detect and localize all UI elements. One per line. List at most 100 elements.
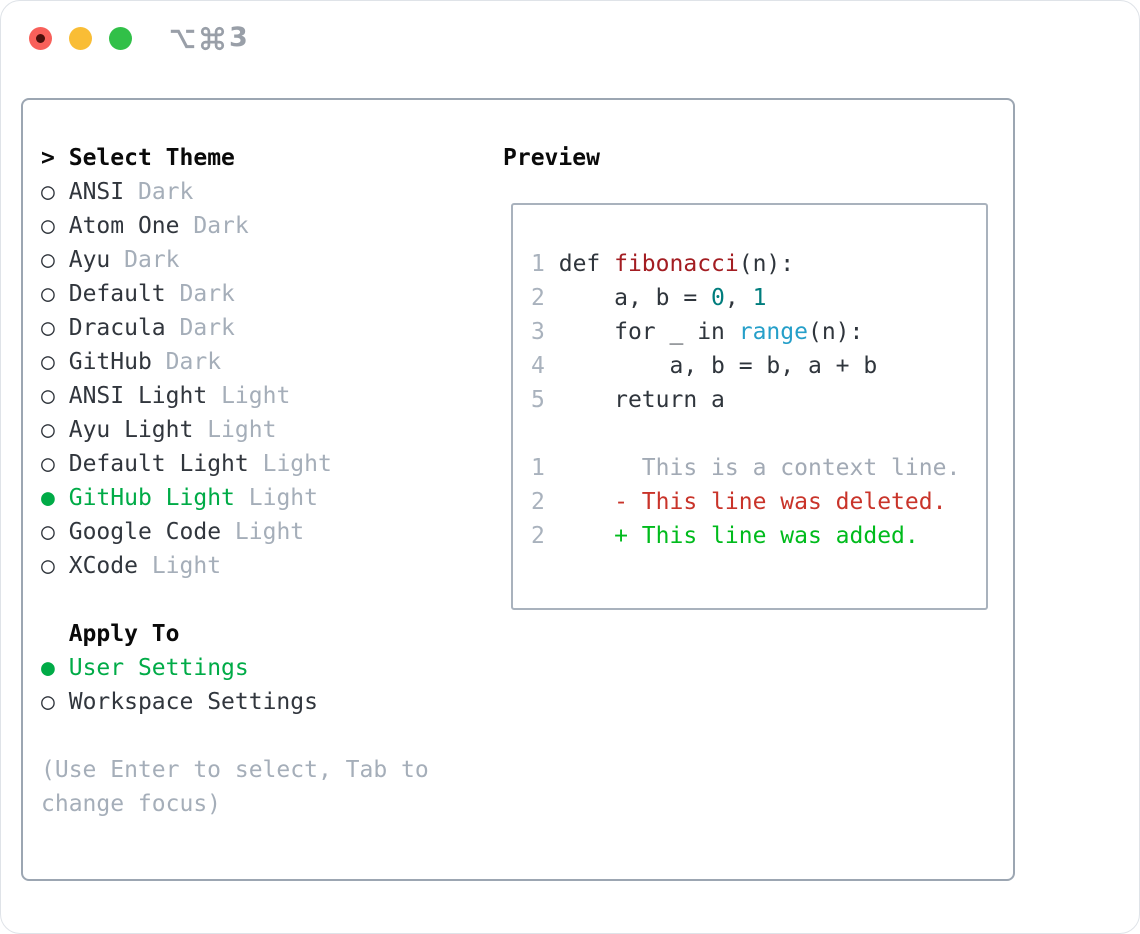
theme-picker-panel: > Select Theme ○ ANSI Dark○ Atom One Dar…	[41, 141, 481, 821]
theme-item[interactable]: ○ Ayu Light Light	[41, 413, 481, 447]
line-number: 2	[531, 489, 545, 515]
theme-name: GitHub Light	[68, 485, 235, 511]
radio-icon: ○	[41, 247, 55, 273]
theme-variant: Light	[262, 451, 332, 477]
minimize-button[interactable]	[69, 27, 92, 50]
radio-icon: ○	[41, 349, 55, 375]
theme-variant: Light	[221, 383, 291, 409]
preview-line	[531, 417, 986, 451]
code-token: (n):	[807, 319, 864, 345]
radio-icon: ○	[41, 519, 55, 545]
line-number: 1	[531, 455, 545, 481]
line-number: 5	[531, 387, 545, 413]
radio-icon: ○	[41, 451, 55, 477]
code-token: (n):	[738, 251, 795, 277]
code-token: - This line was deleted.	[558, 489, 947, 515]
select-theme-header: > Select Theme	[41, 145, 235, 171]
preview-line: 1 This is a context line.	[531, 451, 986, 485]
theme-item[interactable]: ○ GitHub Dark	[41, 345, 481, 379]
theme-variant: Dark	[193, 213, 249, 239]
app-panel: > Select Theme ○ ANSI Dark○ Atom One Dar…	[21, 98, 1015, 881]
theme-name: ANSI Light	[68, 383, 208, 409]
spacer	[41, 719, 481, 753]
preview-line: 2 - This line was deleted.	[531, 485, 986, 519]
preview-header: Preview	[503, 145, 600, 171]
option-key-icon	[169, 25, 196, 52]
code-token: def	[558, 251, 615, 277]
theme-variant: Dark	[179, 281, 235, 307]
option-label: User Settings	[68, 655, 249, 681]
keyboard-hint: (Use Enter to select, Tab to change focu…	[41, 757, 429, 817]
theme-variant: Light	[151, 553, 222, 579]
command-key-icon	[199, 25, 226, 52]
theme-item[interactable]: ○ ANSI Light Light	[41, 379, 481, 413]
theme-name: Ayu	[68, 247, 111, 273]
apply-to-option[interactable]: ○ Workspace Settings	[41, 685, 481, 719]
preview-line: 1 def fibonacci(n):	[531, 247, 986, 281]
zoom-button[interactable]	[109, 27, 132, 50]
code-token: ,	[724, 285, 753, 311]
apply-to-option[interactable]: ● User Settings	[41, 651, 481, 685]
apply-to-header: Apply To	[68, 621, 180, 647]
theme-variant: Dark	[179, 315, 235, 341]
theme-item[interactable]: ○ Dracula Dark	[41, 311, 481, 345]
radio-icon: ○	[41, 553, 55, 579]
theme-item[interactable]: ○ ANSI Dark	[41, 175, 481, 209]
theme-item[interactable]: ● GitHub Light Light	[41, 481, 481, 515]
theme-variant: Dark	[124, 247, 180, 273]
cursor-prompt: >	[41, 145, 55, 171]
apply-to-list: ● User Settings○ Workspace Settings	[41, 651, 481, 719]
code-token: a, b =	[558, 285, 712, 311]
theme-variant: Dark	[165, 349, 222, 375]
radio-icon: ○	[41, 281, 55, 307]
code-token: This is a context line.	[558, 455, 961, 481]
radio-icon: ●	[41, 655, 55, 681]
theme-item[interactable]: ○ Default Dark	[41, 277, 481, 311]
preview-line: 2 a, b = 0, 1	[531, 281, 986, 315]
theme-variant: Light	[234, 519, 305, 545]
theme-item[interactable]: ○ Google Code Light	[41, 515, 481, 549]
theme-variant: Light	[207, 417, 277, 443]
line-number: 2	[531, 523, 545, 549]
line-number: 4	[531, 353, 545, 379]
radio-icon: ○	[41, 689, 55, 715]
radio-icon: ○	[41, 315, 55, 341]
radio-icon: ○	[41, 179, 55, 205]
theme-name: Default	[68, 281, 166, 307]
theme-name: Google Code	[68, 519, 222, 545]
code-token: fibonacci	[614, 251, 739, 277]
theme-item[interactable]: ○ Ayu Dark	[41, 243, 481, 277]
theme-name: Atom One	[68, 213, 180, 239]
theme-name: GitHub	[68, 349, 152, 375]
radio-icon: ○	[41, 213, 55, 239]
code-token: range	[738, 319, 808, 345]
option-label: Workspace Settings	[68, 689, 318, 715]
radio-icon: ○	[41, 383, 55, 409]
preview-line: 4 a, b = b, a + b	[531, 349, 986, 383]
theme-item[interactable]: ○ XCode Light	[41, 549, 481, 583]
theme-item[interactable]: ○ Default Light Light	[41, 447, 481, 481]
title-bar: 3	[1, 1, 1139, 73]
window-title-number: 3	[229, 22, 248, 53]
radio-icon: ●	[41, 485, 55, 511]
theme-name: Default Light	[68, 451, 249, 477]
theme-variant: Dark	[137, 179, 194, 205]
code-token: + This line was added.	[558, 523, 919, 549]
theme-list: ○ ANSI Dark○ Atom One Dark○ Ayu Dark○ De…	[41, 175, 481, 583]
code-token: 0	[711, 285, 725, 311]
preview-line: 2 + This line was added.	[531, 519, 986, 553]
line-number: 2	[531, 285, 545, 311]
radio-icon: ○	[41, 417, 55, 443]
close-button[interactable]	[29, 27, 52, 50]
line-number: 3	[531, 319, 545, 345]
theme-name: ANSI	[68, 179, 125, 205]
code-token: return a	[558, 387, 725, 413]
preview-line: 3 for _ in range(n):	[531, 315, 986, 349]
theme-variant: Light	[248, 485, 318, 511]
code-token: for _ in	[558, 319, 739, 345]
theme-item[interactable]: ○ Atom One Dark	[41, 209, 481, 243]
window-title: 3	[169, 23, 248, 53]
